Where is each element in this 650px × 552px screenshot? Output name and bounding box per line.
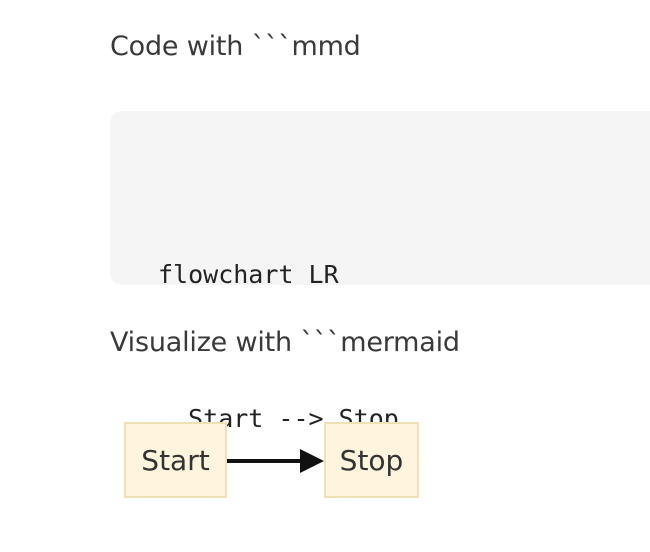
arrowhead-icon [300,449,324,473]
node-start: Start [124,422,227,498]
node-label: Start [141,443,210,477]
visualize-heading: Visualize with ```mermaid [110,327,460,358]
node-label: Stop [339,443,404,477]
code-line: flowchart LR [158,260,339,289]
node-stop: Stop [324,422,419,498]
code-heading: Code with ```mmd [110,31,361,62]
